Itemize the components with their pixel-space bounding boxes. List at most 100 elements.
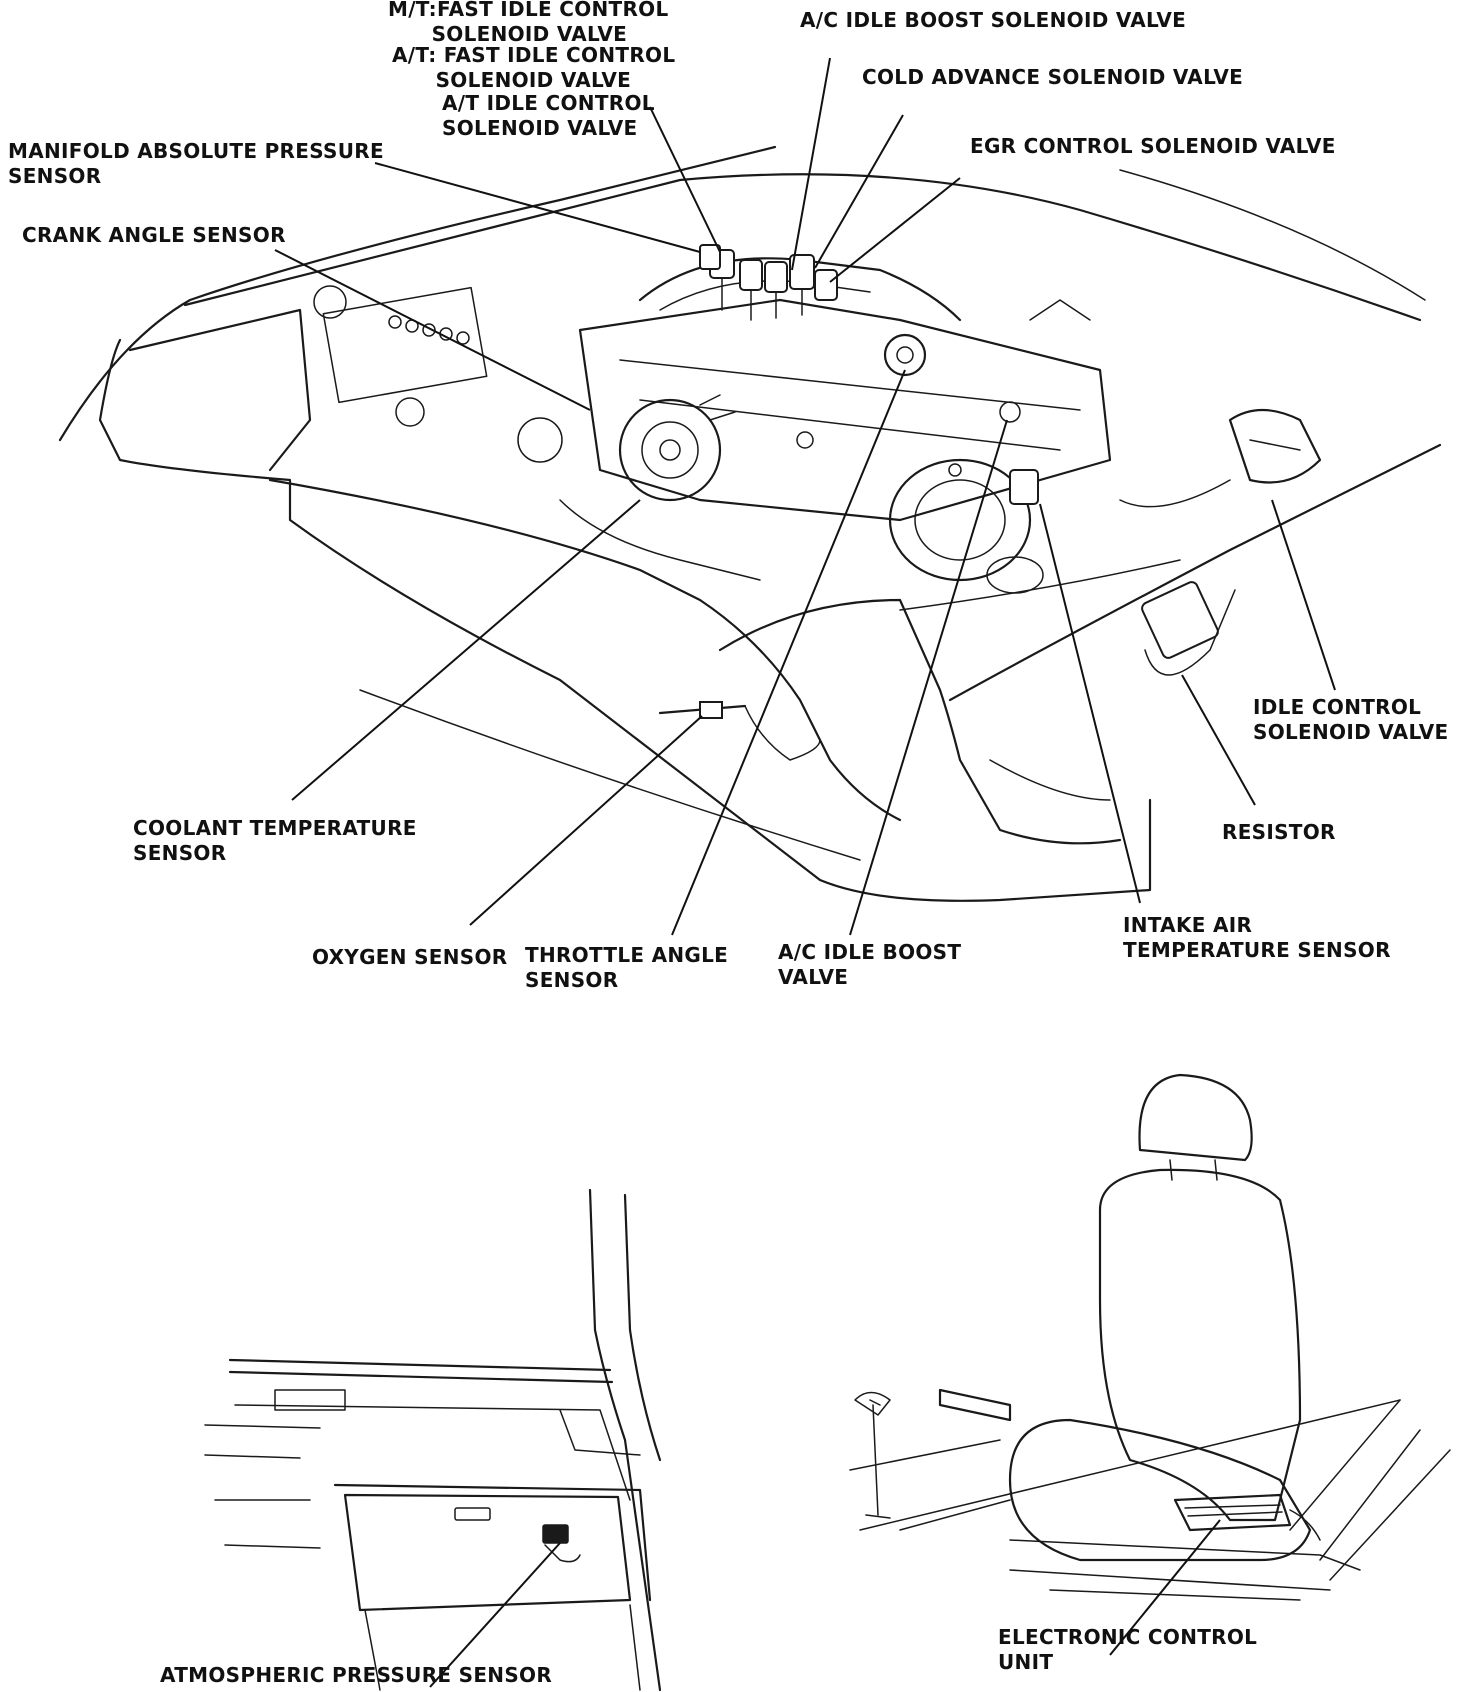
parking-brake — [865, 1399, 891, 1519]
air-cleaner-inner — [914, 479, 1006, 561]
seat-cushion — [1008, 1418, 1312, 1562]
right-fender-line — [899, 559, 1181, 611]
label-oxygen-sensor: OXYGEN SENSOR — [312, 945, 508, 969]
idle-control-detail — [1249, 439, 1301, 451]
distributor-cap — [618, 398, 722, 502]
radiator-hose — [559, 499, 761, 581]
label-ac-idle-boost-solenoid: A/C IDLE BOOST SOLENOID VALVE — [800, 8, 1187, 32]
air-cleaner-cap — [986, 556, 1044, 594]
hood-rear-edge — [183, 173, 1422, 322]
a-pillar-left — [588, 1188, 662, 1692]
engine-bay-illustration — [58, 145, 1442, 902]
label-idle-control-solenoid: IDLE CONTROL SOLENOID VALVE — [1253, 695, 1449, 744]
a-pillar-right — [623, 1193, 662, 1462]
dash-vent — [274, 1389, 346, 1411]
body-front-outline — [98, 338, 1152, 902]
seat-illustration — [849, 1073, 1451, 1601]
distributor-wires — [699, 394, 736, 421]
label-intake-air-temperature-sensor: INTAKE AIR TEMPERATURE SENSOR — [1123, 913, 1391, 962]
label-coolant-temperature-sensor: COOLANT TEMPERATURE SENSOR — [133, 816, 417, 865]
resistor-body — [1141, 581, 1219, 659]
resistor-wire — [1144, 589, 1236, 676]
floor-lines — [849, 1399, 1401, 1531]
label-crank-angle-sensor: CRANK ANGLE SENSOR — [22, 223, 286, 247]
leader-oxygen — [469, 715, 703, 926]
leader-crank — [274, 249, 591, 411]
oil-filler — [796, 431, 814, 449]
oil-cap — [517, 417, 563, 463]
windshield-line — [1119, 169, 1426, 301]
intake-air-temp-sensor-body — [1009, 469, 1039, 505]
left-fender — [128, 308, 312, 472]
leader-throttle — [671, 369, 906, 936]
ecu-body — [1173, 1493, 1292, 1532]
leader-map — [374, 162, 701, 253]
bracket — [1029, 299, 1091, 321]
leader-resistor — [1181, 674, 1256, 806]
bumper-line — [268, 478, 902, 822]
label-at-idle-control: A/T IDLE CONTROL SOLENOID VALVE — [442, 91, 655, 140]
oxygen-sensor-hex — [699, 701, 723, 719]
glovebox-latch — [454, 1507, 491, 1521]
leader-intake-air — [1039, 503, 1141, 904]
dash-top — [228, 1358, 612, 1372]
idle-control-solenoid-body — [1228, 409, 1322, 484]
seat-lever — [938, 1388, 1012, 1422]
valve-cover-ridge-1 — [619, 359, 1081, 411]
leader-atmospheric — [429, 1542, 561, 1688]
cylinder-head — [578, 298, 1112, 522]
seat-rail — [1009, 1569, 1331, 1601]
valve-cover-ridge-2 — [639, 399, 1061, 451]
dash-contour — [234, 1404, 631, 1501]
label-at-fast-idle-control: A/T: FAST IDLE CONTROL SOLENOID VALVE — [392, 43, 676, 92]
right-fender-top — [948, 443, 1442, 702]
leader-ac-idle-boost-solenoid — [791, 57, 831, 271]
leader-fast-idle — [649, 106, 721, 253]
hood-edge — [58, 145, 777, 442]
leader-egr — [829, 177, 961, 283]
label-resistor: RESISTOR — [1222, 820, 1336, 844]
dash-top-2 — [228, 1370, 614, 1384]
atmospheric-sensor-bracket — [544, 1544, 581, 1563]
right-headlamp-housing — [718, 598, 1122, 845]
throttle-angle-sensor-body — [896, 346, 914, 364]
radiator-cap — [395, 397, 425, 427]
leader-ac-boost-valve — [849, 419, 1008, 936]
lower-body-line — [359, 689, 861, 861]
distributor-center — [659, 439, 681, 461]
glovebox-top — [333, 1483, 652, 1602]
throttle-body — [883, 333, 927, 377]
distributor-rotor — [641, 421, 699, 479]
leader-coolant — [291, 499, 641, 801]
label-map-sensor: MANIFOLD ABSOLUTE PRESSURE SENSOR — [8, 139, 384, 188]
ecu-connector — [1289, 1509, 1321, 1541]
solenoid-valve-cluster — [709, 249, 838, 321]
door-sill — [1289, 1399, 1451, 1581]
dash-panel-lines — [204, 1424, 321, 1549]
label-mt-fast-idle-control: M/T:FAST IDLE CONTROL SOLENOID VALVE — [388, 0, 669, 46]
label-electronic-control-unit: ELECTRONIC CONTROL UNIT — [998, 1625, 1258, 1674]
leader-idle-control — [1271, 499, 1336, 691]
wire-harness — [1119, 479, 1231, 508]
dashboard-illustration — [204, 1188, 662, 1692]
battery-box — [322, 286, 488, 404]
oxygen-sensor-lead — [744, 705, 821, 761]
battery-caps — [388, 315, 470, 345]
label-cold-advance-solenoid: COLD ADVANCE SOLENOID VALVE — [862, 65, 1244, 89]
atmospheric-pressure-sensor-body — [542, 1524, 569, 1544]
ecu-ribs — [1184, 1504, 1283, 1517]
ac-idle-boost-valve-body — [999, 401, 1021, 423]
parking-brake-handle — [854, 1391, 891, 1416]
label-egr-control-solenoid: EGR CONTROL SOLENOID VALVE — [970, 134, 1336, 158]
label-atmospheric-pressure-sensor: ATMOSPHERIC PRESSURE SENSOR — [160, 1663, 553, 1687]
leader-ecu — [1109, 1519, 1221, 1656]
reservoir-cap — [313, 285, 347, 319]
seat-base — [1009, 1539, 1361, 1571]
map-sensor-body — [699, 244, 721, 270]
head-bolt — [948, 463, 962, 477]
console-side — [364, 1604, 641, 1691]
leader-lines — [274, 57, 1336, 936]
glovebox-door — [343, 1493, 632, 1612]
